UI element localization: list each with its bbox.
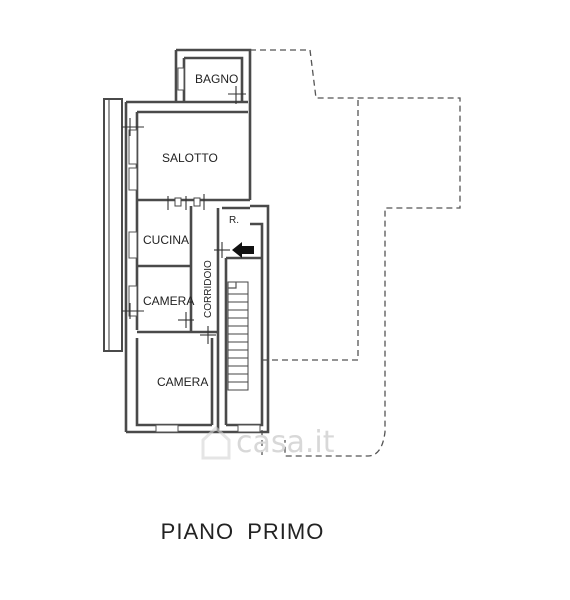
house-logo-icon — [201, 425, 231, 460]
room-label-camera-2: CAMERA — [157, 375, 208, 389]
walls — [124, 48, 270, 434]
floor-title: PIANO PRIMO — [160, 519, 325, 544]
watermark-text: casa.it — [236, 425, 335, 460]
room-label-ripostiglio: R. — [229, 215, 239, 226]
room-label-bagno: BAGNO — [195, 72, 238, 86]
stairs — [227, 281, 249, 391]
room-label-salotto: SALOTTO — [162, 151, 218, 165]
room-label-camera-1: CAMERA — [143, 294, 194, 308]
window-stair — [237, 424, 261, 433]
window-salotto-2 — [128, 167, 138, 191]
left-arrow-icon — [232, 242, 254, 258]
balcony — [103, 98, 123, 352]
window-camera-1 — [128, 285, 138, 317]
room-label-corridoio: CORRIDOIO — [203, 260, 214, 318]
window-bagno — [177, 67, 185, 91]
window-salotto-1 — [128, 129, 138, 165]
room-label-cucina: CUCINA — [143, 233, 189, 247]
doors — [122, 86, 246, 344]
terrace-outline — [250, 49, 461, 457]
window-cucina — [128, 231, 138, 259]
window-camera-2 — [155, 424, 179, 433]
windows — [128, 67, 261, 433]
